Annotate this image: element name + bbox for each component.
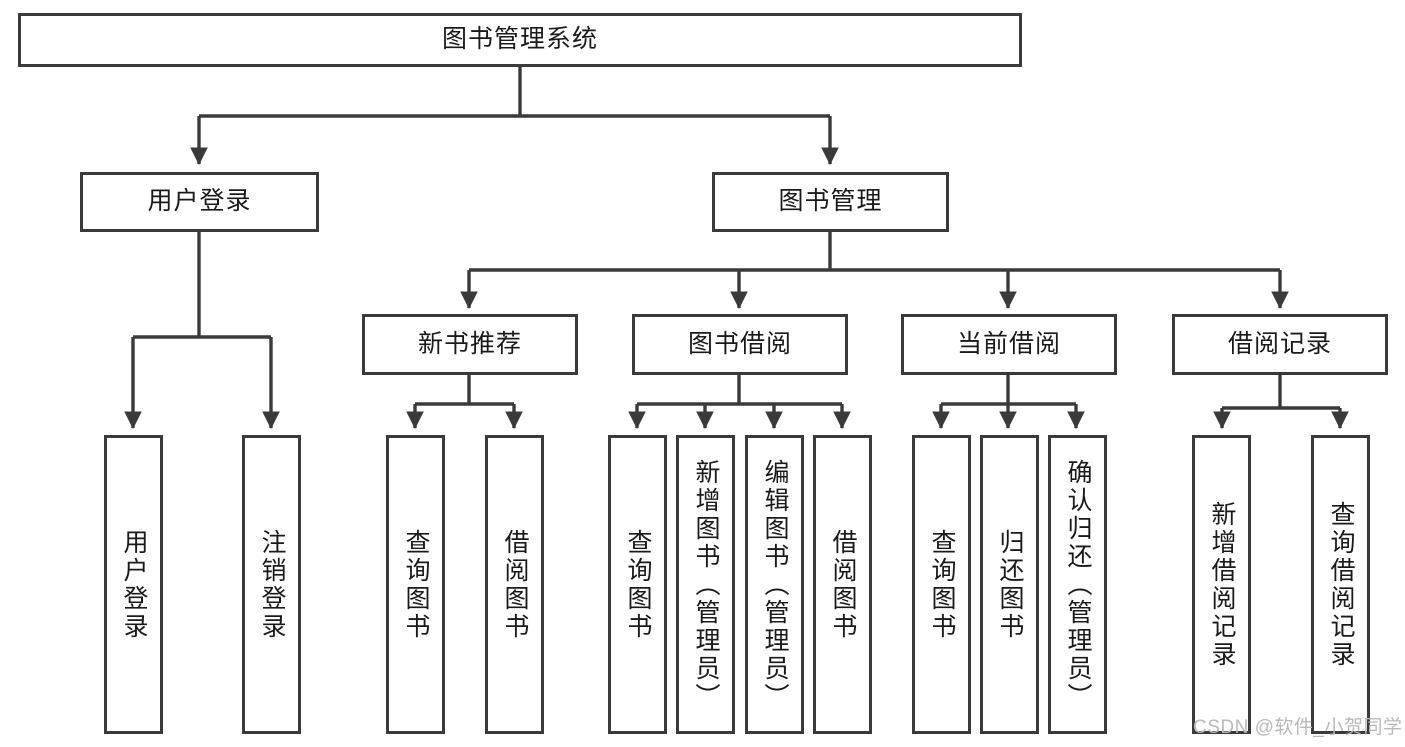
node-leaf-borrow-book-2[interactable]: 借阅图书	[813, 435, 872, 734]
node-book-manage-label: 图书管理	[778, 187, 883, 216]
node-leaf-edit-book-admin-label: 编辑图书（管理员）	[761, 458, 789, 711]
node-current-borrow-label: 当前借阅	[956, 329, 1061, 358]
node-leaf-user-login[interactable]: 用户登录	[104, 435, 163, 734]
node-leaf-return-book[interactable]: 归还图书	[980, 435, 1039, 734]
node-leaf-borrow-book-1-label: 借阅图书	[501, 528, 529, 641]
node-leaf-logout-login-label: 注销登录	[258, 528, 286, 641]
node-root[interactable]: 图书管理系统	[18, 13, 1022, 67]
node-leaf-query-book-1[interactable]: 查询图书	[386, 435, 445, 734]
node-leaf-query-book-2-label: 查询图书	[624, 528, 652, 641]
node-leaf-add-book-admin-label: 新增图书（管理员）	[692, 458, 720, 711]
node-new-book-recommend-label: 新书推荐	[417, 329, 522, 358]
node-leaf-user-login-label: 用户登录	[120, 528, 148, 641]
node-user-login-label: 用户登录	[147, 187, 252, 216]
node-leaf-logout-login[interactable]: 注销登录	[242, 435, 301, 734]
node-new-book-recommend[interactable]: 新书推荐	[362, 314, 578, 375]
node-leaf-query-book-3[interactable]: 查询图书	[912, 435, 971, 734]
node-leaf-edit-book-admin[interactable]: 编辑图书（管理员）	[745, 435, 804, 734]
node-book-borrow-label: 图书借阅	[687, 329, 792, 358]
node-borrow-record[interactable]: 借阅记录	[1172, 314, 1388, 375]
node-leaf-return-book-label: 归还图书	[996, 528, 1024, 641]
node-current-borrow[interactable]: 当前借阅	[901, 314, 1117, 375]
node-leaf-confirm-return-admin[interactable]: 确认归还（管理员）	[1048, 435, 1107, 734]
node-leaf-query-book-1-label: 查询图书	[402, 528, 430, 641]
node-leaf-add-book-admin[interactable]: 新增图书（管理员）	[676, 435, 735, 734]
node-leaf-query-borrow-record-label: 查询借阅记录	[1327, 500, 1355, 669]
node-leaf-query-book-2[interactable]: 查询图书	[608, 435, 667, 734]
node-book-borrow[interactable]: 图书借阅	[632, 314, 848, 375]
node-user-login[interactable]: 用户登录	[80, 172, 319, 232]
node-leaf-borrow-book-1[interactable]: 借阅图书	[485, 435, 544, 734]
node-book-manage[interactable]: 图书管理	[712, 172, 949, 232]
node-leaf-confirm-return-admin-label: 确认归还（管理员）	[1064, 458, 1092, 711]
node-leaf-query-book-3-label: 查询图书	[928, 528, 956, 641]
node-leaf-borrow-book-2-label: 借阅图书	[829, 528, 857, 641]
node-leaf-add-borrow-record-label: 新增借阅记录	[1208, 500, 1236, 669]
node-root-label: 图书管理系统	[441, 25, 598, 54]
node-leaf-query-borrow-record[interactable]: 查询借阅记录	[1311, 435, 1370, 734]
node-leaf-add-borrow-record[interactable]: 新增借阅记录	[1192, 435, 1251, 734]
node-borrow-record-label: 借阅记录	[1227, 329, 1332, 358]
